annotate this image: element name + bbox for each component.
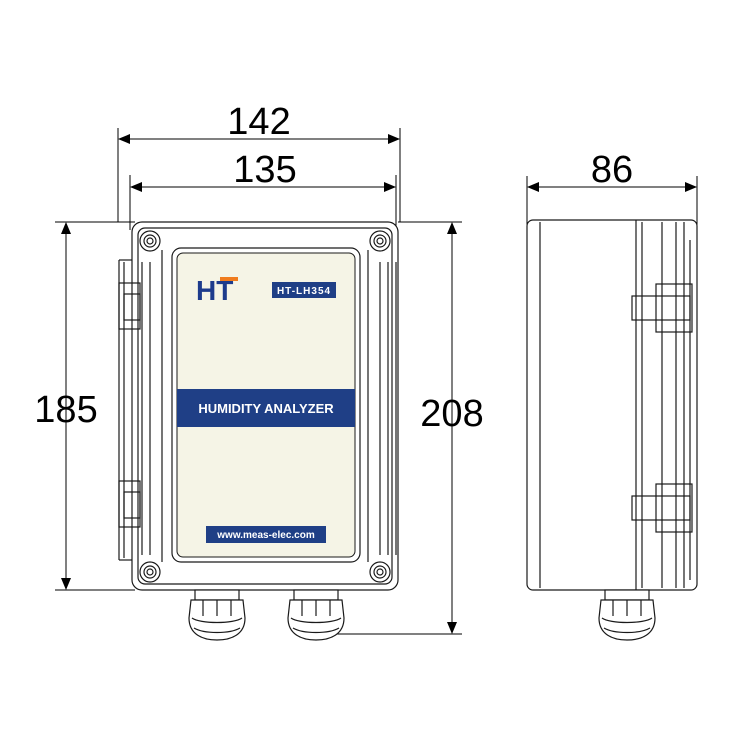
dimension-width-142: 142 xyxy=(117,101,401,222)
model-label-box xyxy=(272,282,336,298)
hinge-icon xyxy=(631,283,693,333)
screw-icon xyxy=(369,561,391,583)
website-label: www.meas-elec.com xyxy=(216,530,315,541)
hinge-icon xyxy=(118,282,141,330)
side-view xyxy=(526,219,698,591)
product-name: HUMIDITY ANALYZER xyxy=(198,401,334,416)
dimension-label-185: 185 xyxy=(34,389,97,431)
dimension-width-135: 135 xyxy=(129,149,397,230)
cable-gland-icon xyxy=(287,589,345,641)
dimension-label-135: 135 xyxy=(233,149,296,191)
website-label-box xyxy=(206,526,326,543)
cable-gland-icon xyxy=(188,589,246,641)
screw-icon xyxy=(369,230,391,252)
dimension-label-86: 86 xyxy=(591,149,633,191)
logo-accent xyxy=(220,277,238,281)
model-label: HT-LH354 xyxy=(277,286,331,297)
hinge-icon xyxy=(118,480,141,528)
dimension-height-185: 185 xyxy=(34,221,135,591)
screw-icon xyxy=(139,561,161,583)
screw-icon xyxy=(139,230,161,252)
dimension-label-208: 208 xyxy=(420,393,483,435)
dimension-depth-86: 86 xyxy=(526,149,698,232)
dimension-height-208: 208 xyxy=(330,221,484,635)
hinge-icon xyxy=(631,483,693,533)
brand-logo: HT xyxy=(196,275,238,306)
product-banner xyxy=(177,389,355,427)
cable-gland-icon xyxy=(598,589,656,641)
dimension-label-142: 142 xyxy=(227,101,290,143)
